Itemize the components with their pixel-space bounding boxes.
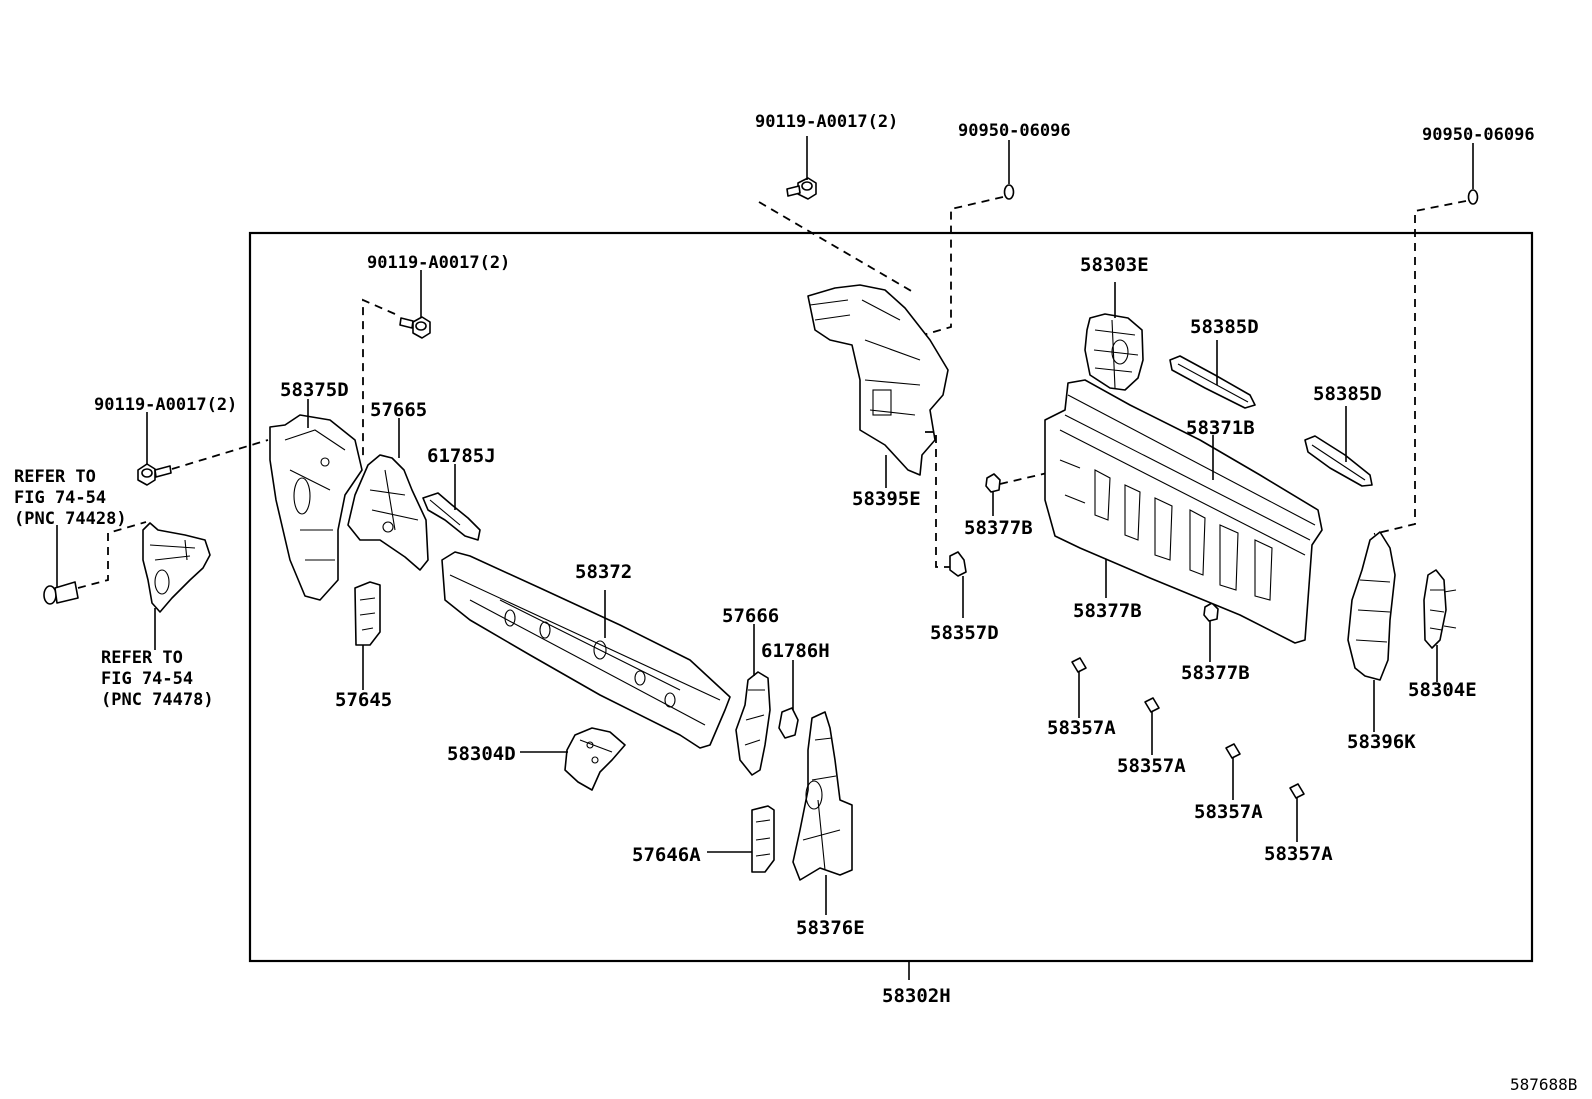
label-58375D: 58375D bbox=[280, 379, 349, 401]
diagram-id: 587688B bbox=[1510, 1075, 1577, 1094]
label-58395E: 58395E bbox=[852, 488, 921, 510]
label-plug-right: 90950-06096 bbox=[1422, 125, 1535, 145]
label-58372: 58372 bbox=[575, 561, 632, 583]
part-57666 bbox=[735, 671, 771, 776]
clip-icon bbox=[43, 581, 79, 605]
part-58385D-b bbox=[1304, 435, 1373, 487]
label-58304E: 58304E bbox=[1408, 679, 1477, 701]
part-58357A-d bbox=[1289, 783, 1305, 799]
refer-top-line3: (PNC 74428) bbox=[14, 509, 127, 529]
part-61786H bbox=[778, 707, 799, 739]
part-58304E bbox=[1423, 569, 1457, 649]
part-58385D-a bbox=[1169, 355, 1256, 409]
part-57645 bbox=[354, 581, 381, 646]
refer-bot-line1: REFER TO bbox=[101, 648, 183, 668]
part-57646A bbox=[751, 805, 775, 873]
label-58357A-a: 58357A bbox=[1047, 717, 1116, 739]
part-58375D bbox=[269, 414, 363, 601]
part-58371B bbox=[1044, 379, 1323, 644]
bolt-mid-icon bbox=[399, 316, 431, 339]
part-57665 bbox=[347, 454, 429, 571]
part-61785J bbox=[422, 492, 481, 541]
label-58302H: 58302H bbox=[882, 985, 951, 1007]
label-61785J: 61785J bbox=[427, 445, 496, 467]
refer-top-line2: FIG 74-54 bbox=[14, 488, 106, 508]
label-58385D-a: 58385D bbox=[1190, 316, 1259, 338]
label-58357A-b: 58357A bbox=[1117, 755, 1186, 777]
label-58304D: 58304D bbox=[447, 743, 516, 765]
label-58377B-c: 58377B bbox=[1181, 662, 1250, 684]
part-58357A-a bbox=[1071, 657, 1087, 673]
refer-top-line1: REFER TO bbox=[14, 467, 96, 487]
part-58304D bbox=[564, 727, 626, 791]
plug-top-icon bbox=[1003, 184, 1015, 200]
part-58372 bbox=[441, 551, 731, 749]
label-58357A-c: 58357A bbox=[1194, 801, 1263, 823]
part-58377B-a bbox=[985, 473, 1001, 493]
plug-right-icon bbox=[1467, 189, 1479, 205]
label-plug-top: 90950-06096 bbox=[958, 121, 1071, 141]
part-58357D bbox=[949, 551, 967, 577]
label-bolt-mid: 90119-A0017(2) bbox=[367, 253, 510, 273]
label-58303E: 58303E bbox=[1080, 254, 1149, 276]
label-57646A: 57646A bbox=[632, 844, 701, 866]
label-57665: 57665 bbox=[370, 399, 427, 421]
part-58357A-b bbox=[1144, 697, 1160, 713]
label-bolt-left: 90119-A0017(2) bbox=[94, 395, 237, 415]
bolt-left-icon bbox=[137, 463, 172, 486]
bolt-top-icon bbox=[786, 177, 817, 200]
part-bracket-left bbox=[142, 522, 211, 613]
refer-bot-line2: FIG 74-54 bbox=[101, 669, 193, 689]
refer-bot-line3: (PNC 74478) bbox=[101, 690, 214, 710]
label-58385D-b: 58385D bbox=[1313, 383, 1382, 405]
label-58376E: 58376E bbox=[796, 917, 865, 939]
part-58395E bbox=[807, 284, 949, 476]
part-58376E bbox=[792, 711, 853, 881]
label-58371B: 58371B bbox=[1186, 417, 1255, 439]
part-58303E bbox=[1084, 313, 1144, 391]
label-61786H: 61786H bbox=[761, 640, 830, 662]
label-58396K: 58396K bbox=[1347, 731, 1416, 753]
label-58377B-a: 58377B bbox=[964, 517, 1033, 539]
label-58377B-b: 58377B bbox=[1073, 600, 1142, 622]
assembly-frame bbox=[248, 231, 1534, 963]
part-58396K bbox=[1347, 531, 1396, 681]
label-57666: 57666 bbox=[722, 605, 779, 627]
label-58357A-d: 58357A bbox=[1264, 843, 1333, 865]
part-58357A-c bbox=[1225, 743, 1241, 759]
label-bolt-top: 90119-A0017(2) bbox=[755, 112, 898, 132]
label-58357D: 58357D bbox=[930, 622, 999, 644]
label-57645: 57645 bbox=[335, 689, 392, 711]
